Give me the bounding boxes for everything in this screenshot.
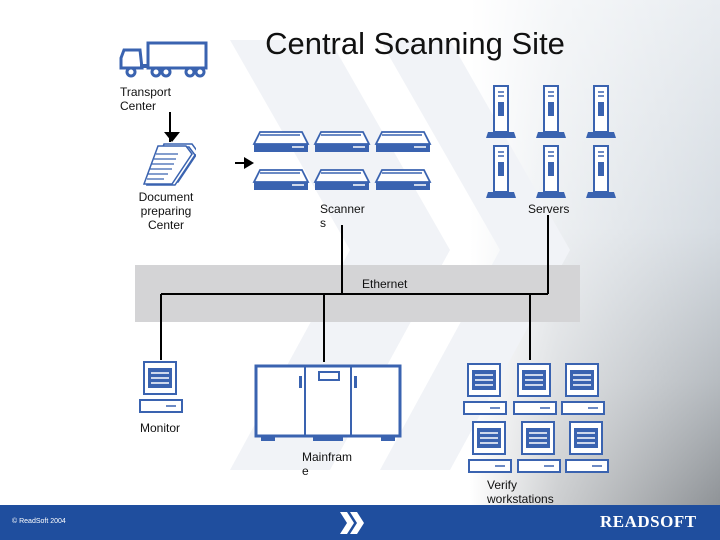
page-title: Central Scanning Site xyxy=(265,26,565,61)
document-center-label: Document preparing Center xyxy=(138,190,194,232)
verify-workstations-label: Verify workstations xyxy=(487,478,554,506)
server-icon xyxy=(585,145,617,199)
chevron-logo-icon xyxy=(340,512,364,534)
scanner-icon xyxy=(314,131,370,153)
server-icon xyxy=(535,145,567,199)
server-icon xyxy=(485,85,517,139)
copyright-text: © ReadSoft 2004 xyxy=(12,518,66,525)
workstation-icon xyxy=(513,363,557,415)
scanner-icon xyxy=(375,169,431,191)
server-icon xyxy=(535,85,567,139)
readsoft-logo: READSOFT xyxy=(600,512,697,531)
scanners-label: Scanner s xyxy=(320,202,365,230)
server-icon xyxy=(485,145,517,199)
workstation-icon xyxy=(468,421,512,473)
mainframe-label: Mainfram e xyxy=(302,450,353,478)
server-icon xyxy=(585,85,617,139)
transport-arrow-head xyxy=(164,132,180,142)
workstation-icon xyxy=(463,363,507,415)
servers-label: Servers xyxy=(528,202,570,216)
workstation-icon xyxy=(561,363,605,415)
workstation-icon xyxy=(565,421,609,473)
scanner-icon xyxy=(253,169,309,191)
scanner-icon xyxy=(253,131,309,153)
monitor-label: Monitor xyxy=(140,421,181,435)
mainframe-icon xyxy=(254,364,402,441)
truck-icon xyxy=(119,41,208,78)
scanner-icon xyxy=(375,131,431,153)
workstation-icon xyxy=(139,361,183,413)
server-group xyxy=(485,85,617,199)
transport-center-label: Transport Center xyxy=(120,85,171,113)
workstation-icon xyxy=(517,421,561,473)
ethernet-label: Ethernet xyxy=(362,277,408,291)
document-stack-icon xyxy=(142,143,196,186)
scanner-group xyxy=(253,131,431,191)
scanner-icon xyxy=(314,169,370,191)
verify-workstation-group xyxy=(463,363,609,473)
document-arrow-head xyxy=(244,157,254,169)
